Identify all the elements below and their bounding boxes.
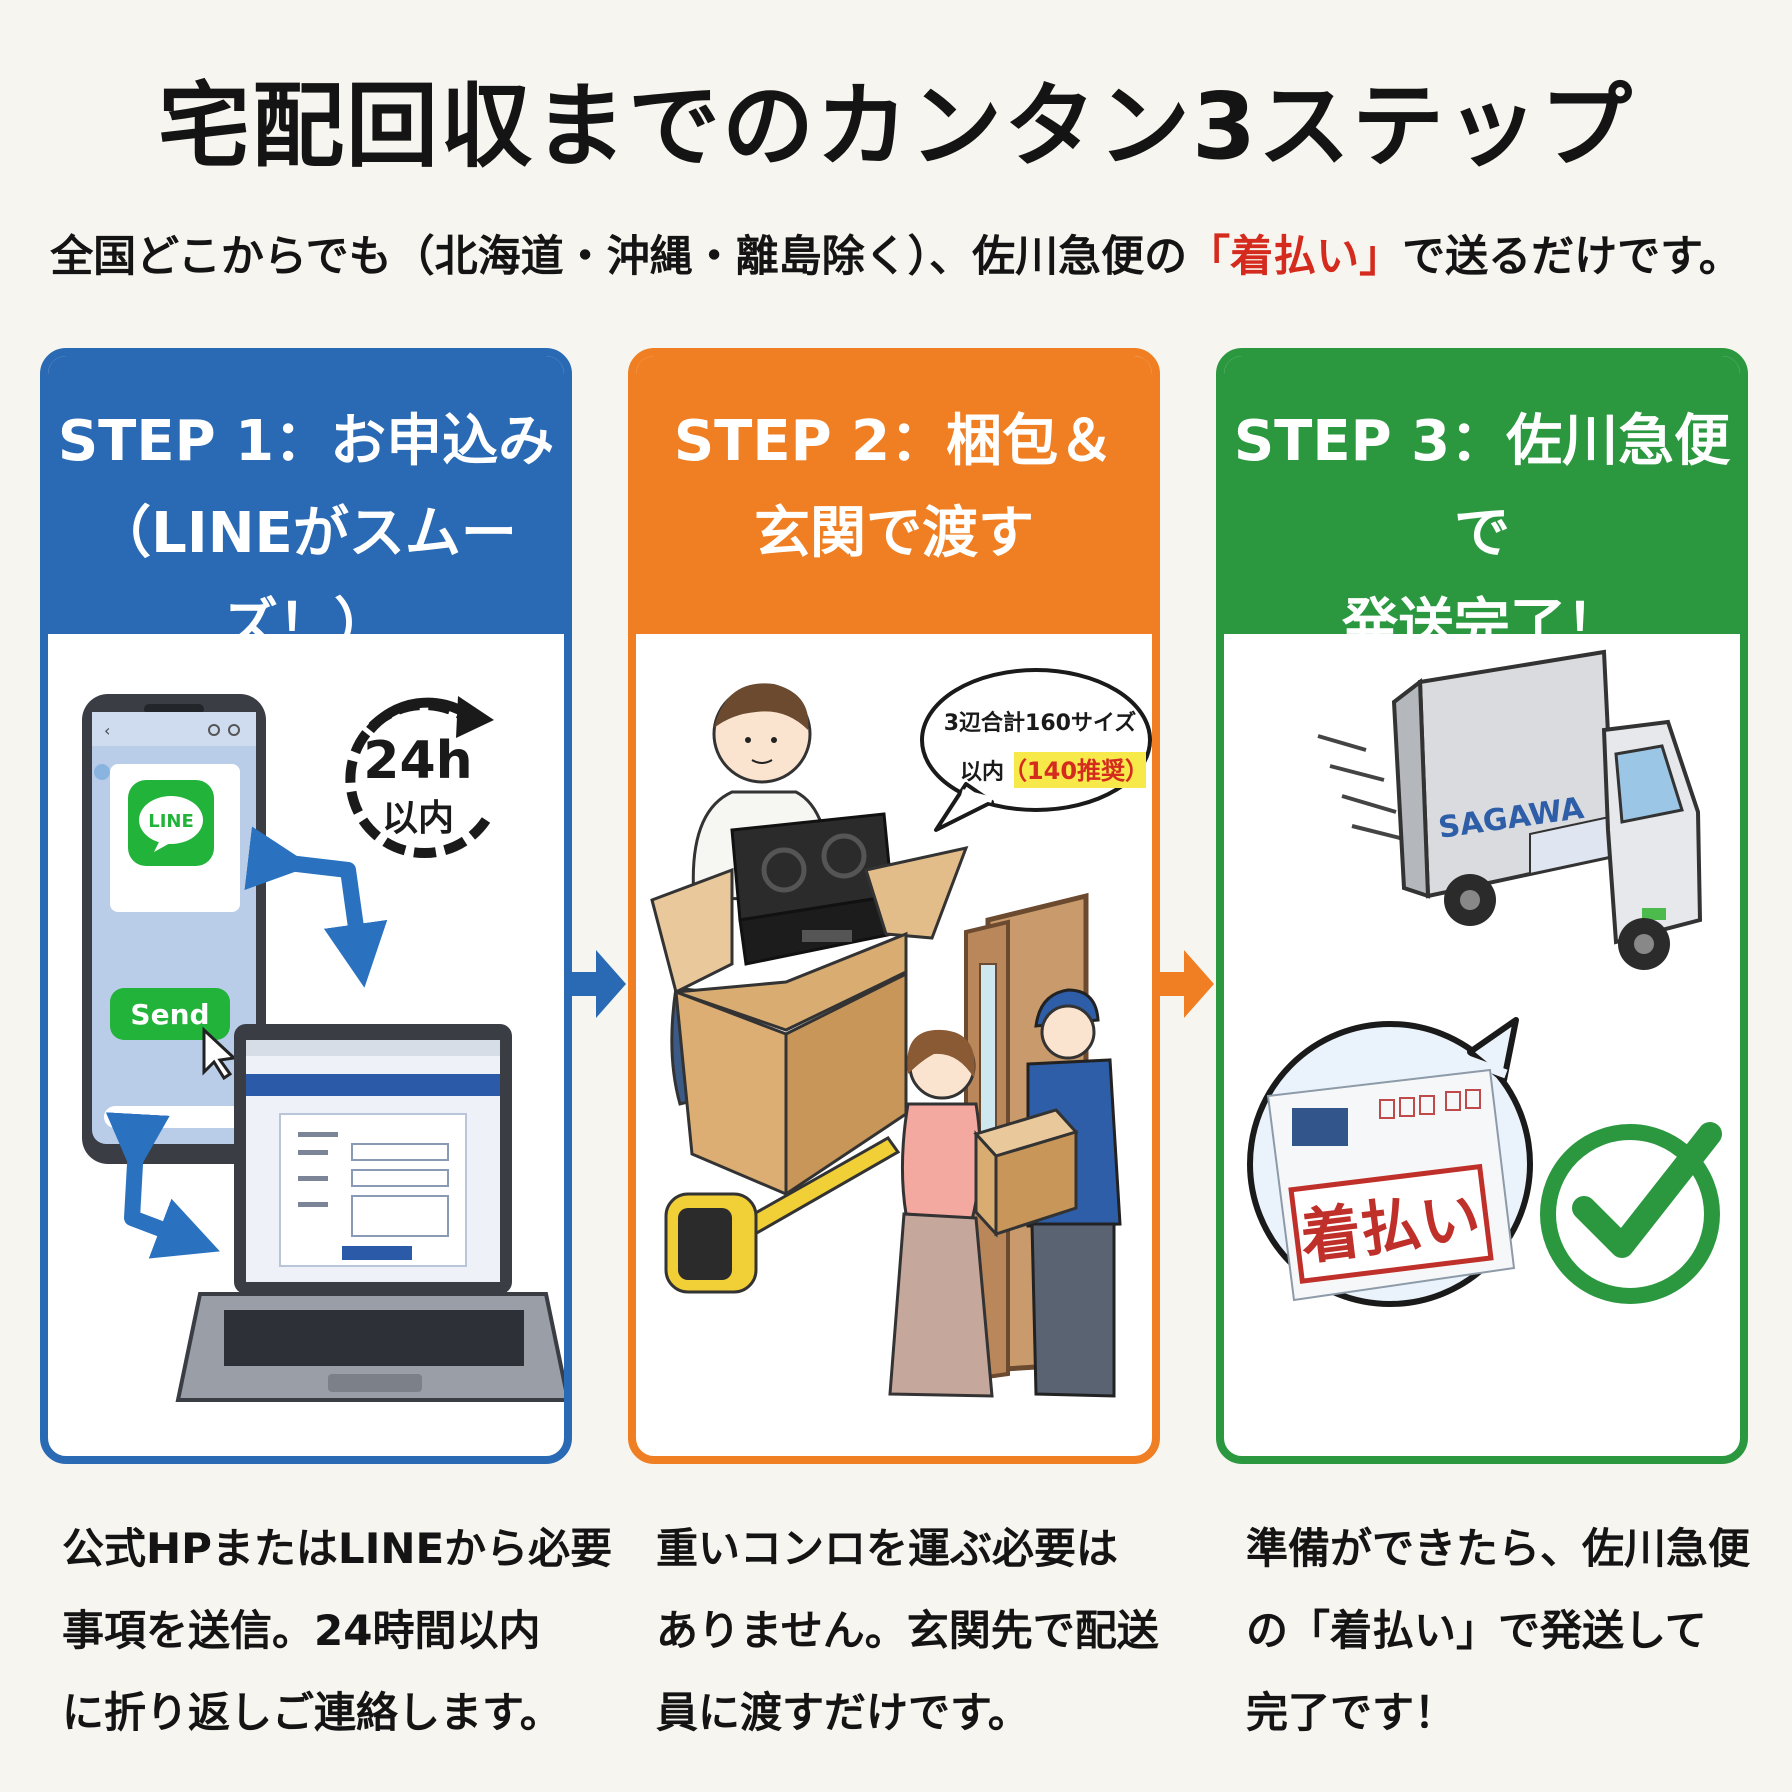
step2-heading-line2: 玄関で渡す: [754, 501, 1034, 566]
step3-caption-line1: 準備ができたら、佐川急便: [1246, 1524, 1751, 1573]
bubble-line2b: （140推奨）: [1003, 757, 1149, 785]
step2-illustration: 3辺合計160サイズ 以内 （140推奨）: [650, 668, 1152, 1398]
step2-caption: 重いコンロを運ぶ必要は ありません。玄関先で配送 員に渡すだけです。: [656, 1508, 1159, 1754]
timer-label: 以内: [382, 798, 454, 839]
chat-input-bar: [104, 1106, 244, 1128]
sync-arrow-icon-lower: [105, 1112, 220, 1259]
send-button-label: Send: [130, 998, 209, 1031]
step1-caption-line2: 事項を送信。24時間以内: [62, 1606, 541, 1655]
step3-illustration: SAGAWA 着払い: [1247, 649, 1722, 1307]
svg-text:‹: ‹: [104, 721, 110, 740]
page-subtitle: 全国どこからでも（北海道・沖縄・離島除く）、佐川急便の「着払い」で送るだけです。: [0, 222, 1792, 284]
bubble-line1: 3辺合計160サイズ: [944, 710, 1137, 736]
step3-heading-line1: STEP 3：佐川急便で: [1233, 409, 1731, 566]
step2-panel: STEP 2：梱包＆ 玄関で渡す 3辺合計160サイズ 以内 （140推奨）: [628, 348, 1160, 1464]
line-logo-text: LINE: [148, 811, 194, 832]
recommended-highlight: [1014, 752, 1146, 788]
postal-code-boxes: [1379, 1089, 1481, 1119]
check-mark-icon: [1540, 1122, 1722, 1304]
cardboard-box-icon: [650, 845, 969, 1197]
step-arrow-1-icon: [570, 950, 626, 1018]
step2-caption-line2: ありません。玄関先で配送: [656, 1606, 1159, 1655]
step3-caption-line3: 完了です！: [1246, 1688, 1457, 1737]
line-logo-icon: LINE: [128, 780, 214, 866]
step2-header: STEP 2：梱包＆ 玄関で渡す: [636, 356, 1152, 634]
timer-icon: 24h 以内: [345, 696, 494, 859]
step1-caption-line1: 公式HPまたはLINEから必要: [62, 1524, 613, 1573]
step2-caption-line1: 重いコンロを運ぶ必要は: [656, 1524, 1119, 1573]
woman-icon: [888, 1029, 994, 1398]
tape-measure-icon: [664, 1136, 901, 1294]
page-title: 宅配回収までのカンタン3ステップ: [157, 73, 1634, 180]
step1-heading-line1: STEP 1：お申込み: [57, 409, 555, 474]
step2-caption-line3: 員に渡すだけです。: [656, 1688, 1030, 1737]
step3-caption: 準備ができたら、佐川急便 の「着払い」で発送して 完了です！: [1246, 1508, 1751, 1754]
step1-heading-line2: （LINEがスムーズ！）: [95, 501, 517, 658]
step3-heading-line2: 発送完了！: [1342, 593, 1622, 658]
step3-header: STEP 3：佐川急便で 発送完了！: [1224, 356, 1740, 658]
delivery-truck-icon: SAGAWA: [1391, 649, 1703, 970]
timer-value: 24h: [363, 731, 472, 791]
step3-caption-line2: の「着払い」で発送して: [1246, 1606, 1707, 1655]
handover-package-icon: [973, 1108, 1079, 1238]
subtitle-text: 全国どこからでも（北海道・沖縄・離島除く）、佐川急便の: [50, 232, 1188, 282]
step1-header: STEP 1：お申込み （LINEがスムーズ！）: [48, 356, 564, 658]
send-button[interactable]: Send: [110, 988, 230, 1040]
step1-illustration: ‹ LINE Send 24h 以内: [82, 694, 564, 1402]
bubble-line2a: 以内: [960, 760, 1004, 785]
cursor-icon: [202, 1026, 238, 1081]
step1-caption: 公式HPまたはLINEから必要 事項を送信。24時間以内 に折り返しご連絡します…: [62, 1508, 613, 1754]
step3-panel: STEP 3：佐川急便で 発送完了！ SAGAWA: [1216, 348, 1748, 1464]
step2-heading-line1: STEP 2：梱包＆: [673, 409, 1115, 474]
step1-panel: STEP 1：お申込み （LINEがスムーズ！） ‹ LINE: [40, 348, 572, 1464]
stove-icon: [730, 812, 894, 966]
subtitle-text-end: で送るだけです。: [1402, 232, 1742, 282]
size-speech-bubble: 3辺合計160サイズ 以内 （140推奨）: [920, 668, 1152, 832]
shipping-label-bubble: 着払い: [1247, 1017, 1533, 1307]
step1-caption-line3: に折り返しご連絡します。: [62, 1688, 562, 1737]
step-arrow-2-icon: [1158, 950, 1214, 1018]
subtitle-highlight: 「着払い」: [1187, 232, 1403, 282]
laptop-icon: [175, 1024, 564, 1402]
sync-arrow-icon: [244, 826, 388, 988]
speed-lines-icon: [1317, 734, 1401, 840]
cod-stamp: [1288, 1163, 1494, 1284]
